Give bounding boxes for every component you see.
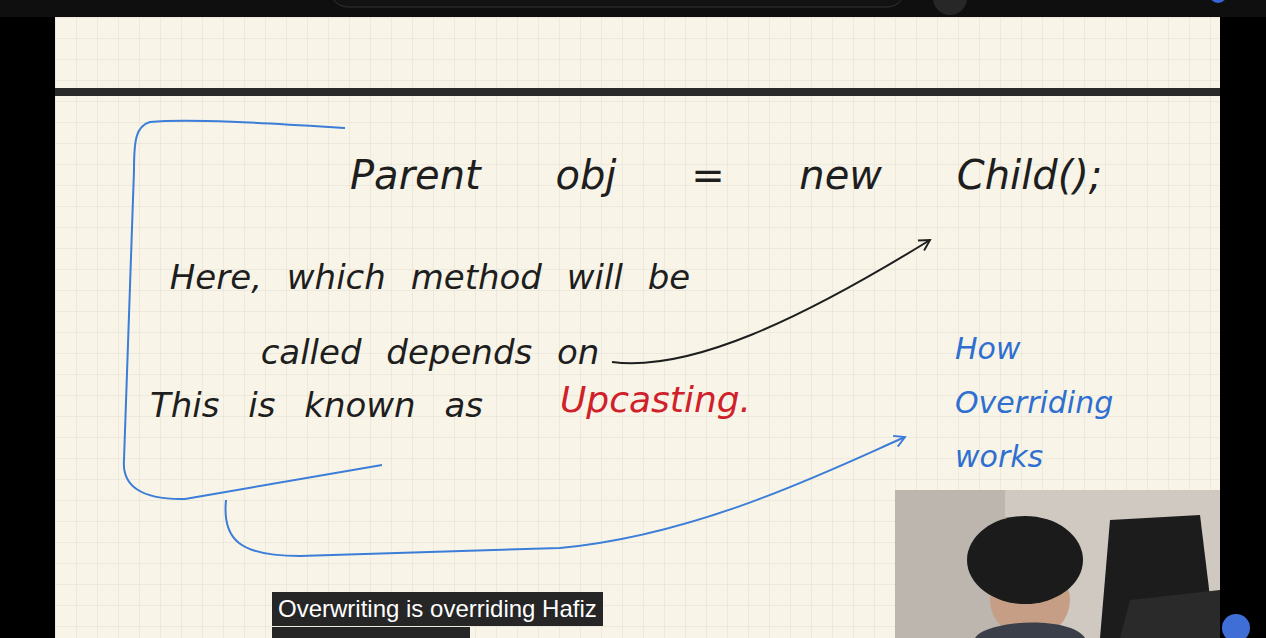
code-line: Parent obj = new Child(); xyxy=(350,150,1102,200)
blue-arrow xyxy=(225,437,905,556)
search-bar xyxy=(330,0,905,7)
webcam-thumbnail xyxy=(895,490,1220,638)
avatar xyxy=(1209,0,1227,3)
channel-logo xyxy=(1222,614,1250,638)
blue-bracket xyxy=(124,121,382,499)
video-caption: Overwriting is overriding Hafiz xyxy=(272,592,603,626)
toolbar-button xyxy=(933,0,967,15)
note-text: Here, which method will be called depend… xyxy=(140,240,720,390)
side-note: How Overriding works xyxy=(955,322,1130,484)
highlight-term: Upcasting. xyxy=(560,376,751,424)
page-divider xyxy=(55,88,1220,96)
whiteboard xyxy=(55,17,1220,638)
grid xyxy=(55,17,1220,638)
caption-bg xyxy=(272,627,470,638)
note-text: This is known as xyxy=(150,383,483,428)
